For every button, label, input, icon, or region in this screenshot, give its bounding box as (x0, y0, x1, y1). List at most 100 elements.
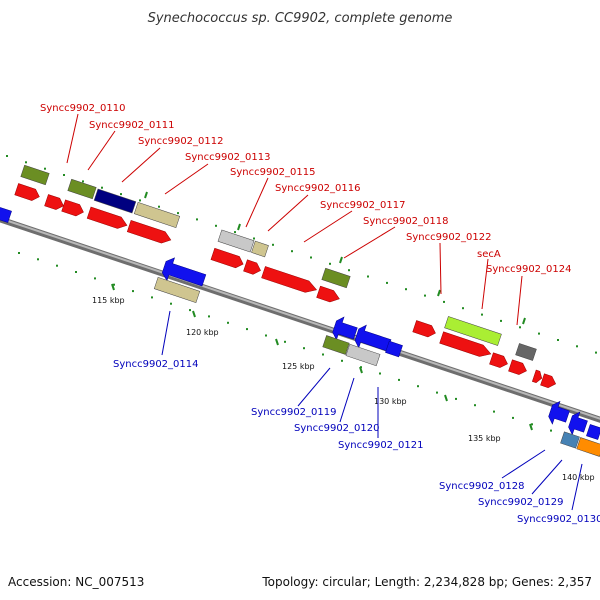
upper-gene-labels: Syncc9902_0110 Syncc9902_0111 Syncc9902_… (40, 103, 572, 275)
track-dot (500, 319, 502, 322)
track-dot (493, 410, 495, 413)
gene-feature (14, 183, 40, 201)
genome-backbone (0, 216, 600, 423)
gene-label: Syncc9902_0114 (113, 359, 199, 370)
scale-labels: 115 kbp 120 kbp 125 kbp 130 kbp 135 kbp … (92, 296, 595, 482)
gene-feature (385, 340, 403, 358)
gene-box-silver (345, 343, 381, 367)
track-dot (341, 359, 343, 362)
gene-label: Syncc9902_0111 (89, 120, 175, 131)
gene-box-olive (20, 164, 50, 186)
track-dot (18, 252, 20, 254)
track-dot (462, 307, 464, 310)
track-dot (227, 321, 229, 324)
forward-strand-features (14, 183, 557, 388)
track-dot (139, 199, 141, 202)
gene-feature (316, 285, 340, 303)
track-dot (132, 290, 134, 293)
track-dot (455, 397, 457, 400)
track-dot (253, 237, 255, 240)
track-dot (113, 283, 115, 286)
tick-mark (522, 317, 526, 325)
gene-label: Syncc9902_0122 (406, 232, 492, 243)
track-dot (531, 423, 533, 426)
track-dot (538, 332, 540, 335)
track-dot (379, 372, 381, 375)
track-dot (6, 155, 8, 157)
track-dot (405, 288, 407, 291)
track-dot (329, 262, 331, 265)
track-dot (120, 193, 122, 196)
upper-leader-lines (66, 113, 523, 326)
tick-mark (437, 289, 441, 297)
track-dot (25, 161, 27, 164)
tick-mark (275, 338, 279, 346)
gene-label: secA (477, 249, 501, 260)
gene-feature (568, 411, 588, 436)
track-dot (75, 271, 77, 273)
gene-box-olive (67, 178, 97, 200)
gene-box-lime (444, 316, 502, 346)
track-dot (101, 186, 103, 189)
track-dot (63, 174, 65, 176)
gene-box-navy (93, 188, 137, 214)
track-dot (424, 294, 426, 297)
track-dot (37, 258, 39, 261)
gene-box-gray (515, 343, 537, 361)
track-dot (398, 378, 400, 381)
tick-mark (192, 310, 196, 318)
gene-feature (243, 259, 261, 275)
gene-feature (439, 331, 492, 357)
gene-feature (332, 316, 358, 341)
gene-feature (261, 266, 318, 293)
lower-gene-labels: Syncc9902_0114 Syncc9902_0119 Syncc9902_… (113, 359, 600, 525)
track-dot (550, 429, 552, 432)
gene-feature (126, 220, 172, 244)
scale-label: 125 kbp (282, 362, 315, 371)
track-dot (481, 313, 483, 316)
track-dot (291, 250, 293, 253)
track-dot (474, 404, 476, 407)
gene-box-orange (576, 437, 600, 457)
gene-label: Syncc9902_0121 (338, 440, 424, 451)
gene-label: Syncc9902_0113 (185, 152, 271, 163)
track-dot (386, 281, 388, 284)
tick-mark (529, 423, 533, 431)
track-dot (215, 224, 217, 227)
tick-mark (144, 191, 148, 199)
scale-label: 115 kbp (92, 296, 125, 305)
genome-summary-text: Topology: circular; Length: 2,234,828 bp… (261, 575, 592, 589)
gene-feature (540, 373, 557, 388)
track-dot (322, 353, 324, 356)
track-dot (177, 212, 179, 215)
track-dot (170, 302, 172, 305)
gene-feature (86, 206, 128, 229)
gene-label: Syncc9902_0128 (439, 481, 525, 492)
gene-label: Syncc9902_0129 (478, 497, 564, 508)
track-dot (512, 416, 514, 419)
gene-label: Syncc9902_0116 (275, 183, 361, 194)
track-dot (443, 300, 445, 303)
upper-dotted-track (6, 155, 597, 354)
track-dot (82, 180, 84, 183)
track-dot (272, 243, 274, 246)
gene-feature (61, 199, 84, 217)
accession-text: Accession: NC_007513 (8, 575, 144, 589)
track-dot (196, 218, 198, 221)
gene-label: Syncc9902_0124 (486, 264, 572, 275)
map-title: Synechococcus sp. CC9902, complete genom… (148, 11, 453, 26)
gene-label: Syncc9902_0119 (251, 407, 337, 418)
gene-feature (548, 400, 570, 425)
gene-feature (531, 369, 543, 383)
track-dot (436, 391, 438, 394)
track-dot (44, 167, 46, 170)
gene-box-olive (322, 335, 350, 355)
track-dot (56, 264, 58, 267)
scale-label: 130 kbp (374, 397, 407, 406)
annotated-boxes (20, 164, 600, 457)
track-dot (519, 326, 521, 329)
gene-box-steelblue (560, 431, 580, 449)
track-dot (234, 231, 236, 234)
track-dot (94, 277, 96, 280)
